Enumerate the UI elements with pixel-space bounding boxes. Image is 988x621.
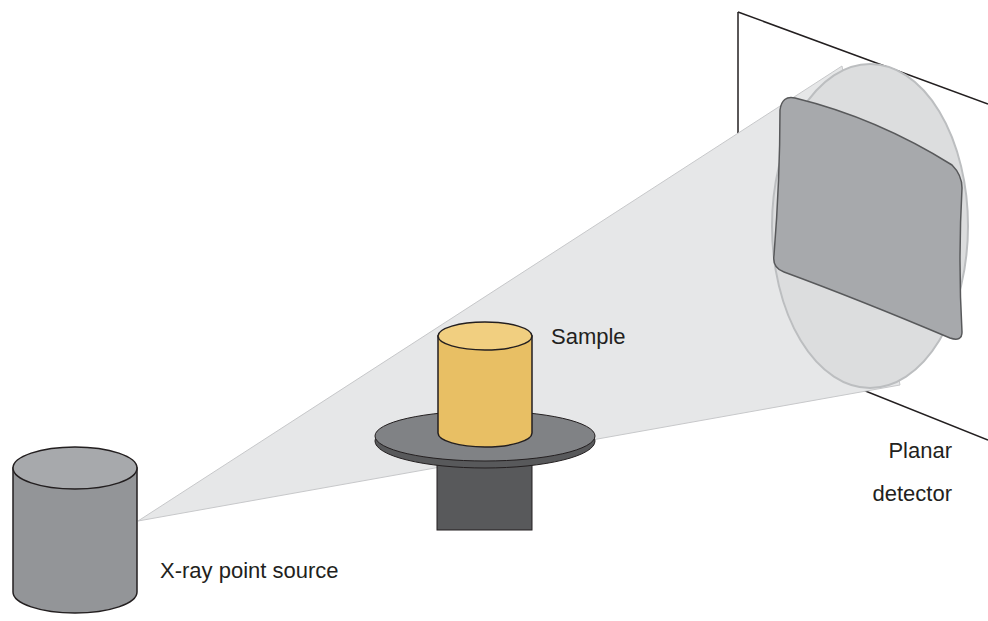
- source-label: X-ray point source: [160, 557, 420, 585]
- detector-label: Planar detector: [828, 429, 952, 515]
- detector-image: [774, 98, 962, 340]
- detector-circle: [772, 64, 968, 388]
- sample-top: [438, 322, 532, 350]
- sample-cylinder: [438, 336, 532, 447]
- source-top: [13, 447, 137, 489]
- sample-label: Sample: [551, 323, 691, 351]
